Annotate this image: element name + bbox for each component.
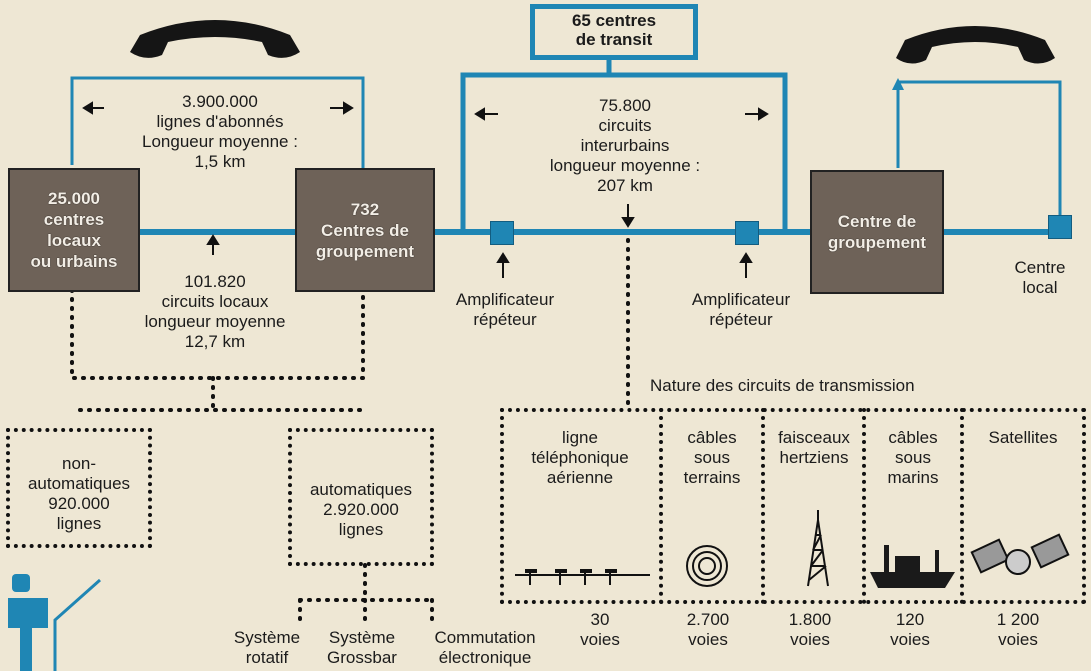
centre-local-label: Centre local [1000,258,1080,298]
underground-count: 2.700 [668,610,748,630]
phone-left-icon [130,20,300,58]
underground-channels: 2.700 voies [668,610,748,650]
submarine-unit: voies [870,630,950,650]
intercity-l3: interurbains [520,136,730,156]
aerial-channels: 30 voies [560,610,640,650]
local-centres-l4: ou urbains [31,251,118,272]
centre-local-node [1048,215,1072,239]
phone-right-icon [896,26,1055,64]
subscriber-length-label: Longueur moyenne : [110,132,330,152]
centre-local-l2: local [1000,278,1080,298]
local-circuits-desc: circuits locaux [110,292,320,312]
intercity-l2: circuits [520,116,730,136]
amplifier-right-l1: Amplificateur [676,290,806,310]
hertzian-count: 1.800 [770,610,850,630]
right-group-centre-box: Centre de groupement [810,170,944,294]
system-rotatif-label: Système rotatif [232,628,302,668]
local-circuits-length-label: longueur moyenne [110,312,320,332]
satellite-count: 1 200 [978,610,1058,630]
group-centres-l2: Centres de [316,220,414,241]
intercity-circuits-label: 75.800 circuits interurbains longueur mo… [520,96,730,196]
subscriber-desc: lignes d'abonnés [110,112,330,132]
nature-title: Nature des circuits de transmission [650,376,915,396]
transmission-col-aerial: ligne téléphonique aérienne [504,428,656,488]
grossbar-l1: Système [302,628,422,648]
grossbar-l2: Grossbar [302,648,422,668]
transmission-col-hertzian: faisceaux hertziens [766,428,862,468]
electronic-l1: Commutation [420,628,550,648]
non-auto-l1: non- [10,454,148,474]
transmission-col-satellite: Satellites [964,428,1082,448]
aerial-l3: aérienne [504,468,656,488]
hertzian-l1: faisceaux [766,428,862,448]
submarine-channels: 120 voies [870,610,950,650]
local-circuits-label: 101.820 circuits locaux longueur moyenne… [110,272,320,352]
group-centres-l3: groupement [316,241,414,262]
transmission-divider-1 [659,408,663,604]
intercity-count: 75.800 [520,96,730,116]
transmission-divider-2 [761,408,765,604]
satellite-l1: Satellites [964,428,1082,448]
group-centres-count: 732 [316,199,414,220]
auto-l1: automatiques [292,480,430,500]
non-auto-unit: lignes [10,514,148,534]
transit-centres-box: 65 centres de transit [530,4,698,60]
underground-l2: sous [664,448,760,468]
subscriber-count: 3.900.000 [110,92,330,112]
submarine-l3: marins [866,468,960,488]
auto-count: 2.920.000 [292,500,430,520]
non-automatic-box: non- automatiques 920.000 lignes [6,428,152,548]
system-electronic-label: Commutation électronique [420,628,550,668]
amplifier-left-l1: Amplificateur [440,290,570,310]
satellite-unit: voies [978,630,1058,650]
submarine-l1: câbles [866,428,960,448]
amplifier-right-label: Amplificateur répéteur [676,290,806,330]
underground-l3: terrains [664,468,760,488]
aerial-l2: téléphonique [504,448,656,468]
satellite-channels: 1 200 voies [978,610,1058,650]
underground-unit: voies [668,630,748,650]
aerial-l1: ligne [504,428,656,448]
system-grossbar-label: Système Grossbar [302,628,422,668]
amplifier-left-label: Amplificateur répéteur [440,290,570,330]
amplifier-left-node [490,221,514,245]
transit-line-1: 65 centres [535,11,693,30]
auto-unit: lignes [292,520,430,540]
submarine-l2: sous [866,448,960,468]
amplifier-right-l2: répéteur [676,310,806,330]
right-group-l2: groupement [828,232,926,253]
local-circuits-length: 12,7 km [110,332,320,352]
local-centres-l2: centres [31,209,118,230]
transmission-col-underground: câbles sous terrains [664,428,760,488]
centre-local-l1: Centre [1000,258,1080,278]
hertzian-l2: hertziens [766,448,862,468]
rotatif-l2: rotatif [232,648,302,668]
amplifier-left-l2: répéteur [440,310,570,330]
local-centres-l3: locaux [31,230,118,251]
local-centres-count: 25.000 [31,188,118,209]
non-auto-count: 920.000 [10,494,148,514]
intercity-length: 207 km [520,176,730,196]
underground-l1: câbles [664,428,760,448]
automatic-box: automatiques 2.920.000 lignes [288,428,434,566]
right-group-l1: Centre de [828,211,926,232]
transit-line-2: de transit [535,30,693,49]
intercity-length-label: longueur moyenne : [520,156,730,176]
electronic-l2: électronique [420,648,550,668]
aerial-unit: voies [560,630,640,650]
submarine-count: 120 [870,610,950,630]
aerial-count: 30 [560,610,640,630]
local-circuits-count: 101.820 [110,272,320,292]
switchboard-operator-icon [8,574,100,671]
hertzian-channels: 1.800 voies [770,610,850,650]
subscriber-lines-label: 3.900.000 lignes d'abonnés Longueur moye… [110,92,330,172]
rotatif-l1: Système [232,628,302,648]
hertzian-unit: voies [770,630,850,650]
non-auto-l2: automatiques [10,474,148,494]
transmission-col-submarine: câbles sous marins [866,428,960,488]
amplifier-right-node [735,221,759,245]
